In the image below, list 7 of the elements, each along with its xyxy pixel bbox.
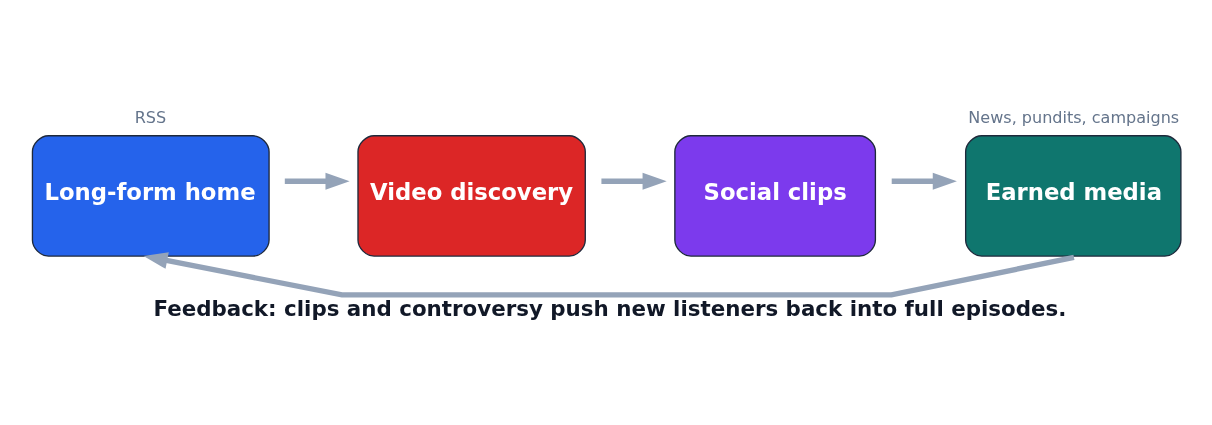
arrow bbox=[143, 251, 1075, 298]
arrow bbox=[284, 172, 350, 190]
node-label: RSS bbox=[134, 107, 167, 127]
arrow bbox=[891, 172, 957, 190]
node-label: News, pundits, campaigns bbox=[968, 107, 1180, 127]
caption: Feedback: clips and controversy push new listeners back into full episodes. bbox=[153, 295, 1067, 321]
arrow bbox=[601, 172, 667, 190]
